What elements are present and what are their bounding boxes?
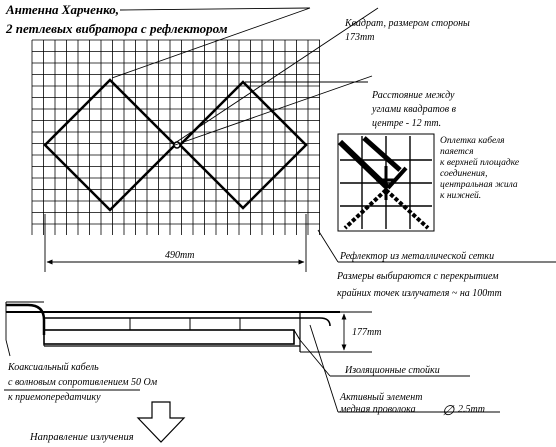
- diameter-symbol: ∅: [442, 404, 455, 419]
- active-label-2: медная проволока: [339, 404, 416, 415]
- width-dimension-label: 490mm: [165, 250, 194, 261]
- gap-label-2: углами квадратов в: [371, 104, 457, 115]
- sizes-label-1: Размеры выбираются с перекрытием: [336, 271, 499, 282]
- insulator-leader: [299, 324, 500, 413]
- side-view: [5, 301, 372, 353]
- left-square-loop: [43, 78, 177, 212]
- coax-label-2: с волновым сопротивлением 50 Ом: [8, 377, 158, 388]
- feed-detail-inset: [337, 133, 435, 232]
- title-line1: Антенна Харченко,: [5, 2, 119, 17]
- reflector-leader: [317, 229, 556, 263]
- width-dimension: [44, 214, 307, 272]
- coax-label-3: к приемопередатчику: [8, 392, 101, 403]
- height-dimension-label: 177mm: [352, 327, 381, 338]
- reflector-mesh: [31, 39, 320, 235]
- braid-label-1: Оплетка кабеля: [440, 135, 505, 146]
- braid-label-6: к нижней.: [440, 190, 481, 201]
- reflector-label: Рефлектор из металлической сетки: [339, 251, 494, 262]
- braid-label-4: соединения,: [440, 168, 487, 179]
- braid-label-3: к верхней площадке: [440, 157, 519, 168]
- gap-label-1: Расстояние между: [371, 90, 455, 101]
- square-size-label-2: 173mm: [345, 32, 374, 43]
- feed-point: [173, 141, 181, 149]
- insulator-frame: [43, 329, 295, 345]
- active-element-side: [44, 317, 331, 327]
- active-label-1: Активный элемент: [339, 392, 422, 403]
- radiation-direction-arrow: [136, 401, 186, 443]
- square-size-label-1: Квадрат, размером стороны: [344, 18, 470, 29]
- right-square-loop: [178, 80, 308, 210]
- coax-cable-side: [6, 303, 46, 335]
- coax-leader: [4, 312, 140, 391]
- gap-label-3: центре - 12 mm.: [372, 118, 441, 129]
- leader-lines: [111, 7, 379, 146]
- title-line2: 2 петлевых вибратора с рефлектором: [5, 21, 228, 36]
- sizes-label-2: крайних точек излучателя ~ на 100mm: [337, 288, 502, 299]
- insulators-label: Изоляционные стойки: [344, 365, 440, 376]
- coax-label-1: Коаксиальный кабель: [7, 362, 99, 373]
- braid-label-5: центральная жила: [440, 180, 518, 190]
- braid-label-2: паяется: [440, 147, 474, 157]
- direction-label: Направление излучения: [29, 432, 134, 443]
- active-diameter-label: 2.5mm: [458, 404, 485, 415]
